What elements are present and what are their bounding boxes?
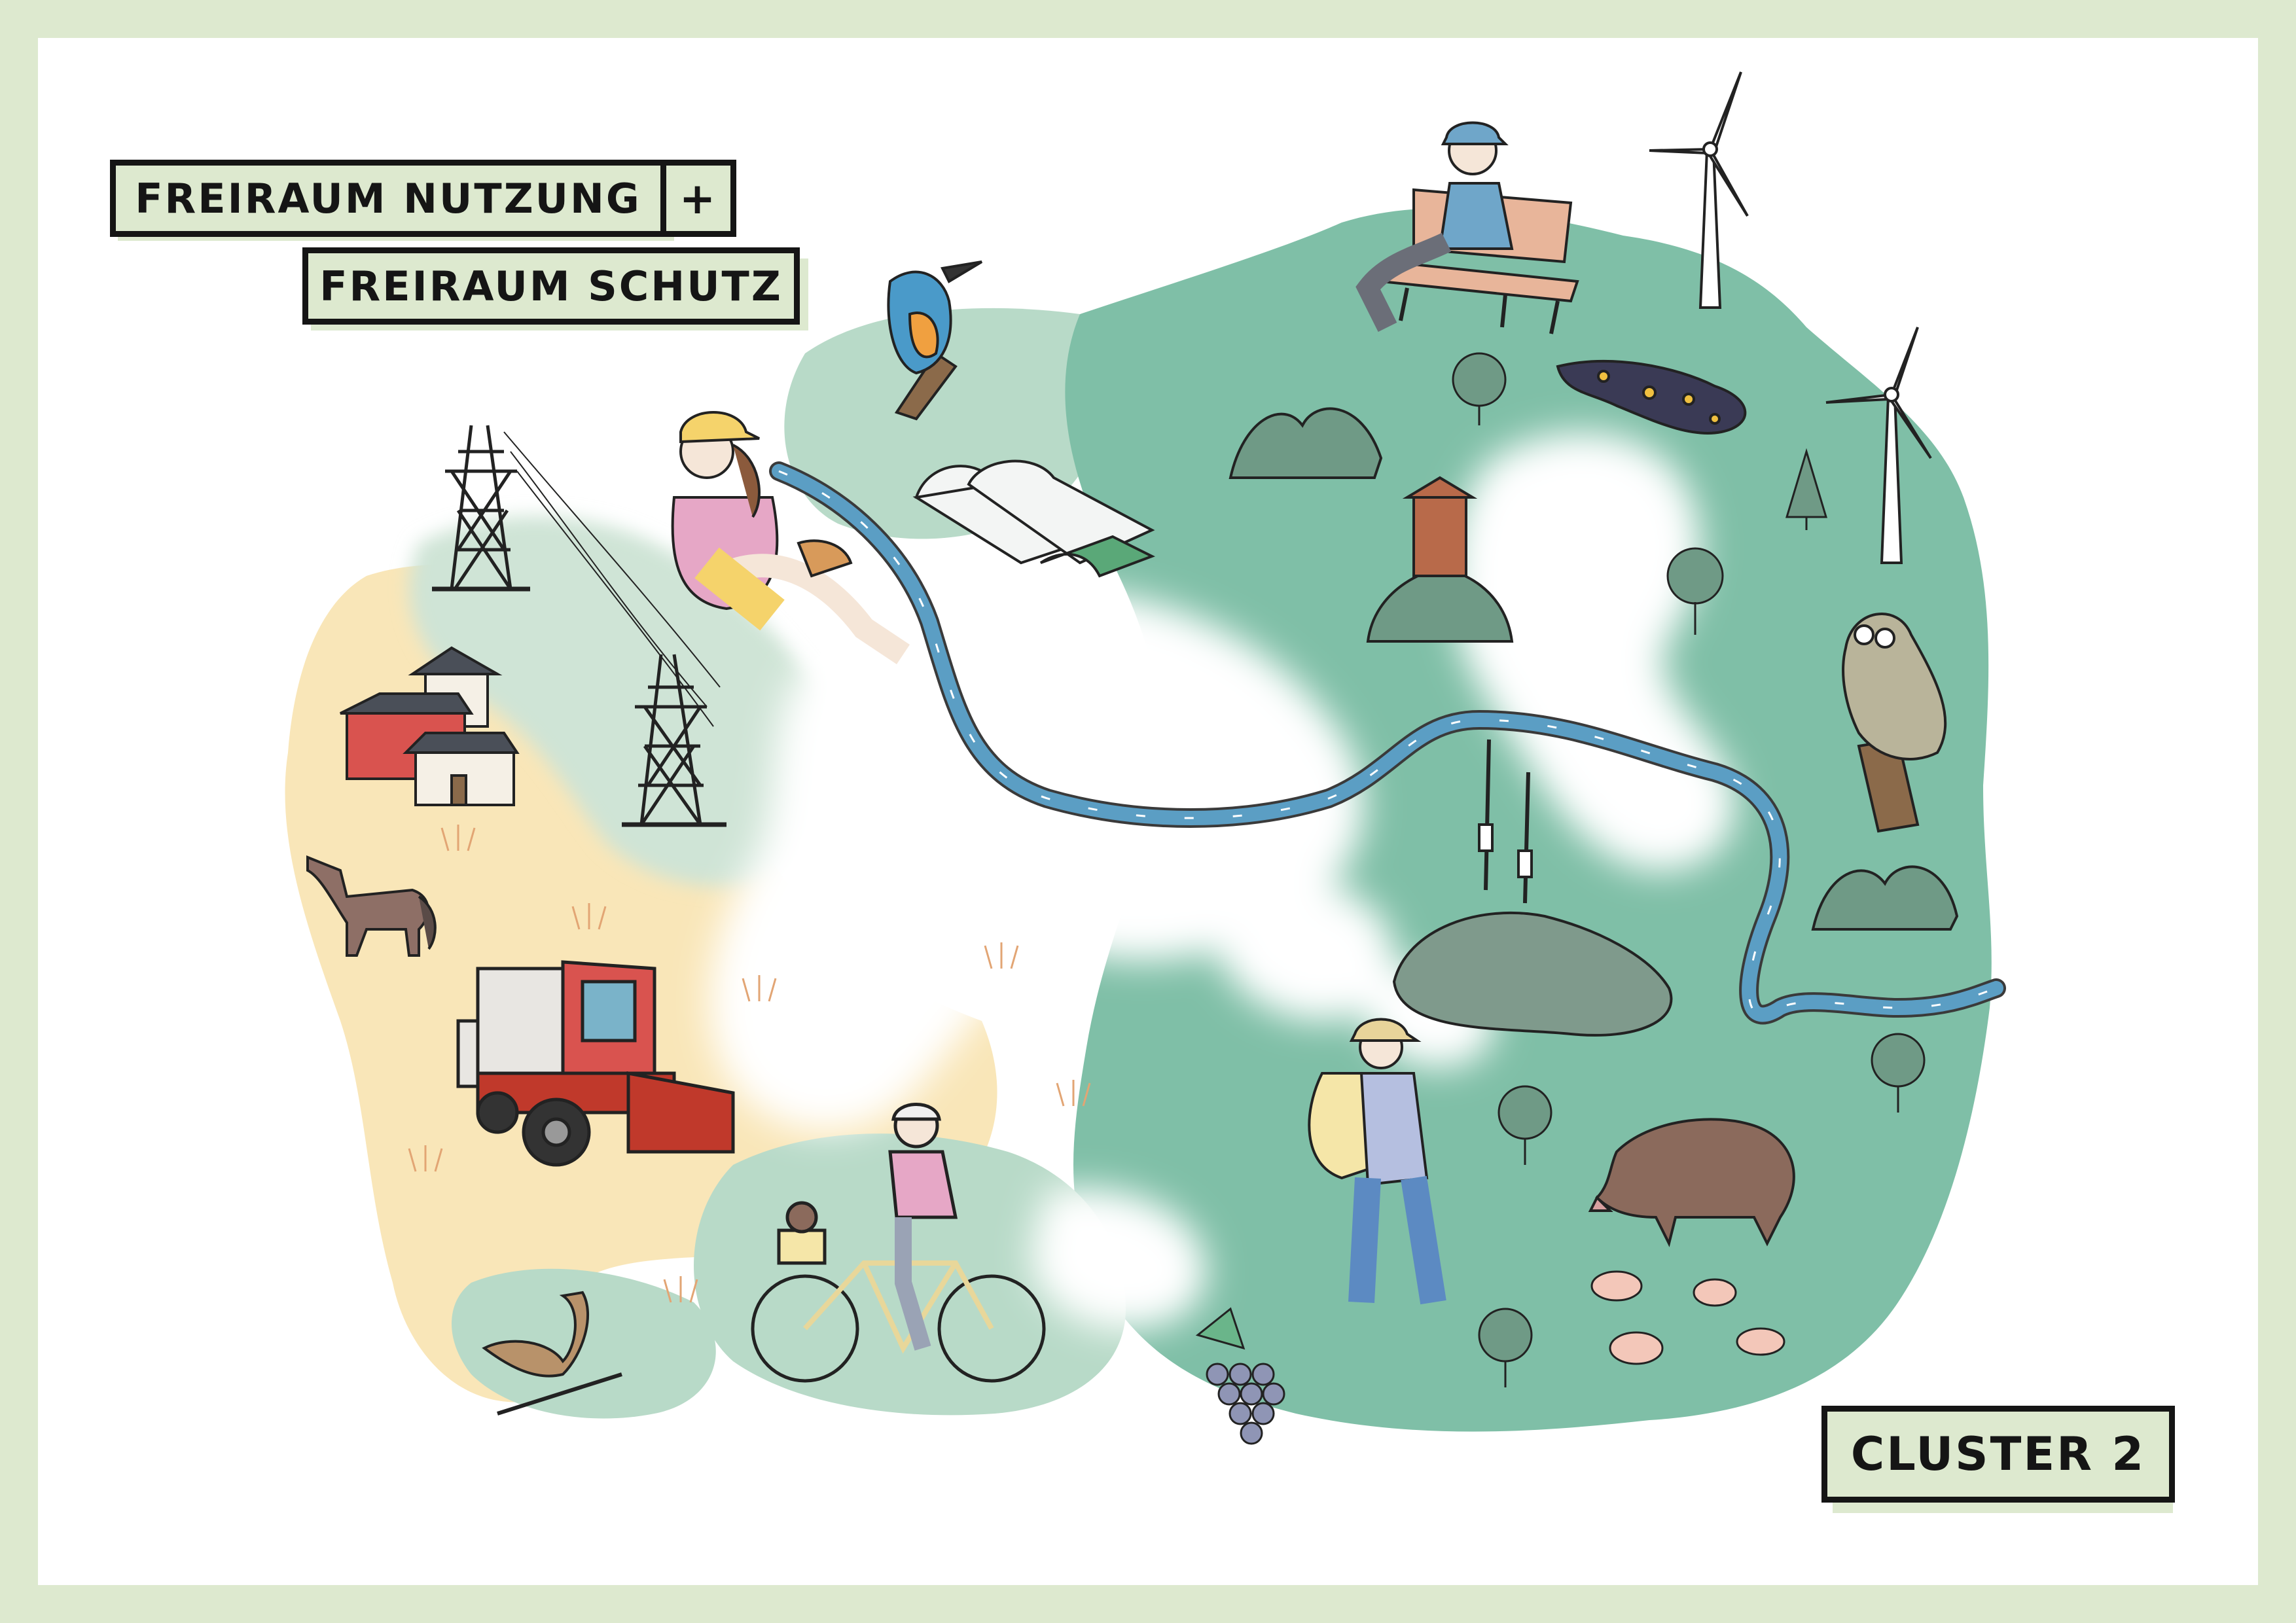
bird-icon: [887, 260, 983, 421]
hiker-icon: [1308, 1018, 1446, 1305]
title-line-1: FREIRAUM NUTZUNG: [110, 160, 666, 237]
meadow-area: [452, 1268, 716, 1419]
piglet-icon: [1590, 1270, 1785, 1365]
grain-tufts: [408, 825, 1091, 1303]
horse-icon: [306, 855, 437, 957]
pylon-icon: [622, 654, 726, 827]
tree-icon: [1666, 547, 1724, 635]
tower-icon: [1366, 476, 1514, 643]
cluster-label: CLUSTER 2: [1821, 1406, 2175, 1503]
tree-icon: [1452, 352, 1507, 425]
boar-icon: [1588, 1118, 1795, 1247]
tree-icon: [1498, 1085, 1552, 1165]
owl-icon: [1842, 612, 1947, 833]
tree-icon: [1478, 1308, 1533, 1387]
title-text-2: FREIRAUM SCHUTZ: [319, 262, 783, 310]
bird-icon: [482, 1291, 622, 1416]
house-icon: [340, 646, 520, 806]
title-plus: +: [679, 173, 718, 224]
harvester-icon: [456, 960, 735, 1167]
title-line-2: FREIRAUM SCHUTZ: [302, 247, 800, 325]
bench-icon: [1355, 121, 1579, 334]
grapes-icon: [1195, 1307, 1285, 1445]
tree-icon: [1871, 1033, 1926, 1113]
antenna-icon: [1392, 739, 1673, 1037]
person-icon: [671, 411, 910, 664]
cluster-text: CLUSTER 2: [1850, 1427, 2146, 1481]
hills: [1229, 407, 1959, 931]
bicycle-icon: [751, 1103, 1046, 1383]
power-pylons: [432, 425, 726, 827]
tree-icon: [1785, 448, 1828, 530]
trees: [1452, 352, 1926, 1387]
salamander-icon: [1556, 360, 1747, 435]
pylon-icon: [432, 425, 530, 592]
title-plus-box: +: [660, 160, 736, 237]
wind-turbine-icon: [1649, 71, 1932, 564]
river: [769, 461, 2006, 1025]
greenhouse-icon: [912, 459, 1155, 578]
title-text-1: FREIRAUM NUTZUNG: [135, 174, 641, 223]
